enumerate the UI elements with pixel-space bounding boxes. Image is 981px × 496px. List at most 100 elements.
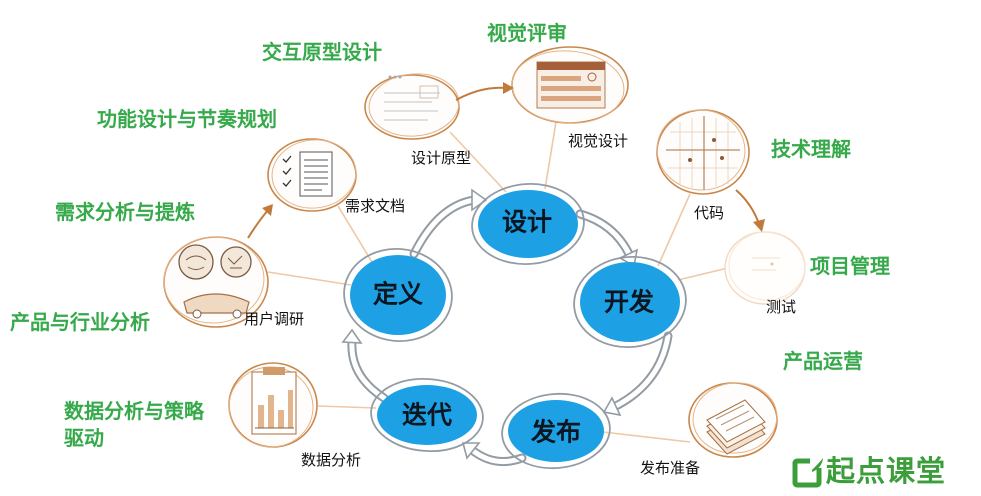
bar-mark	[278, 410, 284, 428]
user-research-sketch	[163, 236, 269, 328]
artifact-testing: 测试	[766, 298, 797, 316]
arrowhead-icon	[618, 248, 639, 268]
cycle-arrow-iterate-to-define	[341, 328, 389, 403]
skill-data-strategy-line2: 驱动	[64, 426, 104, 450]
code-point	[712, 138, 716, 142]
paper-line	[715, 404, 745, 420]
sketch-outline-echo	[271, 139, 357, 209]
connector-develop-test	[677, 267, 729, 281]
arrow-band-fill	[611, 333, 671, 410]
phase-label-define: 定义	[372, 279, 424, 309]
mockup-button	[587, 72, 597, 82]
sketch-outline-echo	[511, 50, 625, 124]
artifact-visual-design: 视觉设计	[568, 132, 629, 150]
artifact-data-analysis: 数据分析	[301, 451, 362, 469]
code-point	[720, 156, 724, 160]
vehicle-shape	[183, 293, 250, 314]
arrowhead-icon	[461, 442, 481, 460]
phase-ring	[471, 183, 585, 265]
arrow-band-outline	[575, 209, 635, 261]
sketch-outline	[724, 231, 806, 305]
sketch-outline	[656, 109, 750, 195]
skill-industry-analysis: 产品与行业分析	[10, 310, 150, 334]
wireframe-box	[419, 85, 439, 99]
phase-ring	[501, 392, 611, 470]
artifact-prototype: 设计原型	[411, 149, 472, 167]
speech-bubble	[178, 244, 214, 280]
connector-release-prep	[602, 431, 691, 443]
phase-ring	[370, 377, 484, 453]
prototype-sketch	[364, 73, 460, 140]
arrowhead-icon	[753, 219, 765, 232]
connector-develop-code	[657, 193, 691, 267]
vehicle-wheel	[192, 309, 202, 319]
phase-blob	[377, 385, 477, 445]
bubble-mark	[227, 255, 243, 269]
arrowhead-icon	[602, 396, 622, 417]
phase-label-release: 发布	[530, 417, 582, 447]
skill-tech-understanding: 技术理解	[771, 137, 851, 161]
test-dot	[770, 262, 774, 266]
artifact-release-prep: 发布准备	[640, 459, 701, 477]
paper-stack-sheet	[706, 399, 766, 443]
skill-project-management: 项目管理	[810, 254, 890, 278]
requirements-doc-sketch	[267, 138, 357, 212]
mockup-header	[537, 62, 605, 70]
phase-circle-develop	[573, 255, 687, 349]
phase-circles	[343, 183, 687, 470]
skill-function-planning: 功能设计与节奏规划	[97, 107, 277, 131]
artifact-user-research: 用户调研	[244, 310, 305, 328]
arrow-research-to-doc	[247, 209, 269, 239]
code-sketch	[656, 109, 750, 195]
checkmark-icon	[282, 167, 292, 175]
logo-text: 起点课堂	[826, 454, 947, 488]
phase-ring	[573, 255, 687, 349]
bar-mark	[268, 395, 274, 428]
connector-design-prototype	[449, 131, 507, 193]
phase-label-iterate: 迭代	[401, 400, 453, 430]
skill-requirement-analysis: 需求分析与提炼	[55, 200, 195, 224]
phase-blob	[580, 262, 680, 342]
sketch-outline-echo	[728, 231, 806, 301]
visual-design-sketch	[511, 46, 629, 124]
arrow-band-outline	[409, 195, 479, 259]
skill-data-strategy-line1: 数据分析与策略	[64, 399, 204, 423]
phase-label-develop: 开发	[603, 287, 655, 317]
cycle-arrow-design-to-develop	[575, 209, 639, 268]
connector-define-research	[267, 271, 352, 286]
paper-line	[725, 416, 755, 432]
arrow-band-fill	[349, 339, 387, 401]
connector-design-visual	[544, 121, 557, 190]
arrow-prototype-to-visual	[455, 86, 507, 101]
cycle-arrow-release-to-iterate	[461, 442, 527, 467]
connector-iterate-data	[317, 405, 377, 409]
sketch-outline-echo	[692, 382, 778, 454]
skill-interaction-prototype: 交互原型设计	[262, 40, 382, 64]
connector-define-doc	[337, 205, 373, 263]
checkmark-icon	[282, 155, 292, 163]
phase-blob	[508, 400, 604, 462]
qidian-logo-icon	[792, 458, 823, 488]
release-prep-sketch	[688, 382, 778, 458]
phase-blob	[350, 255, 446, 335]
sketch-outline-echo	[368, 73, 460, 137]
arrow-band-fill	[577, 211, 633, 259]
arrowhead-icon	[262, 204, 273, 216]
skill-product-operation: 产品运营	[783, 349, 863, 373]
vehicle-wheel	[232, 309, 242, 319]
mockup-stripe	[541, 86, 601, 91]
connector-lines	[267, 121, 729, 443]
cycle-arrow-define-to-design	[409, 188, 488, 259]
phase-blob	[478, 190, 578, 258]
sketch-arrows	[247, 82, 765, 239]
wireframe-dot	[398, 75, 402, 79]
clipboard-clip	[263, 367, 285, 375]
mockup-stripe	[541, 96, 601, 101]
logo-icon-notch	[810, 458, 822, 468]
phase-label-design: 设计	[501, 207, 553, 237]
wireframe-dot	[388, 75, 392, 79]
wireframe-dot	[393, 75, 397, 79]
bubble-mark	[185, 255, 207, 270]
phase-ring	[343, 248, 453, 342]
